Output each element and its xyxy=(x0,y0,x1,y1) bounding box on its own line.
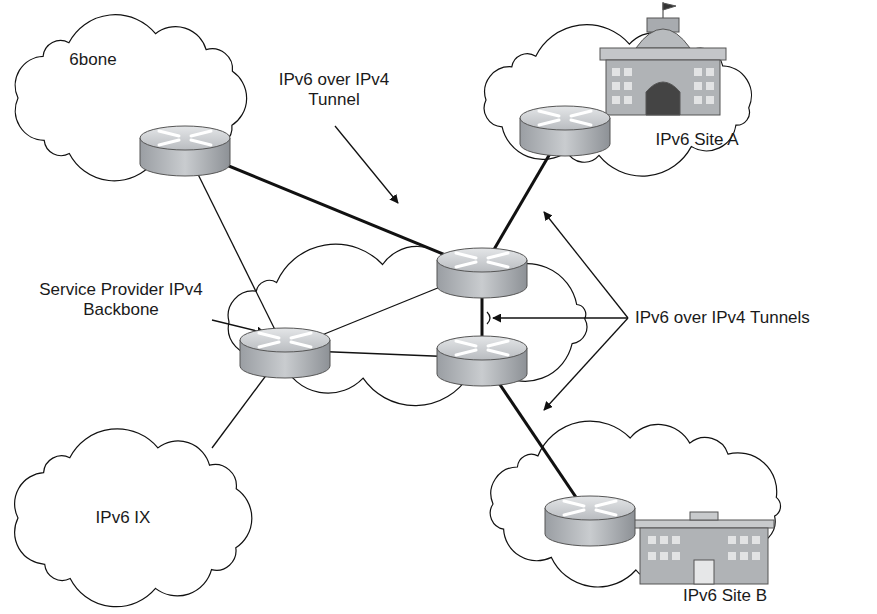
cloud-node: IPv6 IX xyxy=(8,432,258,604)
router-icon xyxy=(545,496,635,546)
cloud-node: IPv6 Site A xyxy=(478,20,768,170)
cloud-label: 6bone xyxy=(43,50,143,70)
cloud-node: IPv6 Site B xyxy=(485,424,785,610)
cloud-node: 6bone xyxy=(8,18,253,180)
router-icon xyxy=(437,248,527,298)
tunnel-callout: IPv6 over IPv4 Tunnel xyxy=(262,70,406,110)
router-icon xyxy=(240,328,330,378)
cloud-outline xyxy=(8,18,253,180)
router-icon xyxy=(520,106,610,156)
tunnels-callout: IPv6 over IPv4 Tunnels xyxy=(633,308,812,328)
cloud-label: IPv6 IX xyxy=(68,508,178,528)
site-label: IPv6 Site A xyxy=(638,130,756,150)
cloud-outline xyxy=(30,250,595,400)
building-b xyxy=(634,512,774,584)
router-icon xyxy=(140,126,230,176)
cloud-node: Service Provider IPv4 Backbone xyxy=(30,250,595,400)
router-icon xyxy=(437,336,527,386)
backbone-label: Service Provider IPv4 Backbone xyxy=(32,280,210,320)
callout-arrows xyxy=(212,126,628,410)
cloud-outline xyxy=(485,424,785,610)
building-a xyxy=(600,2,726,115)
site-label: IPv6 Site B xyxy=(670,586,780,606)
